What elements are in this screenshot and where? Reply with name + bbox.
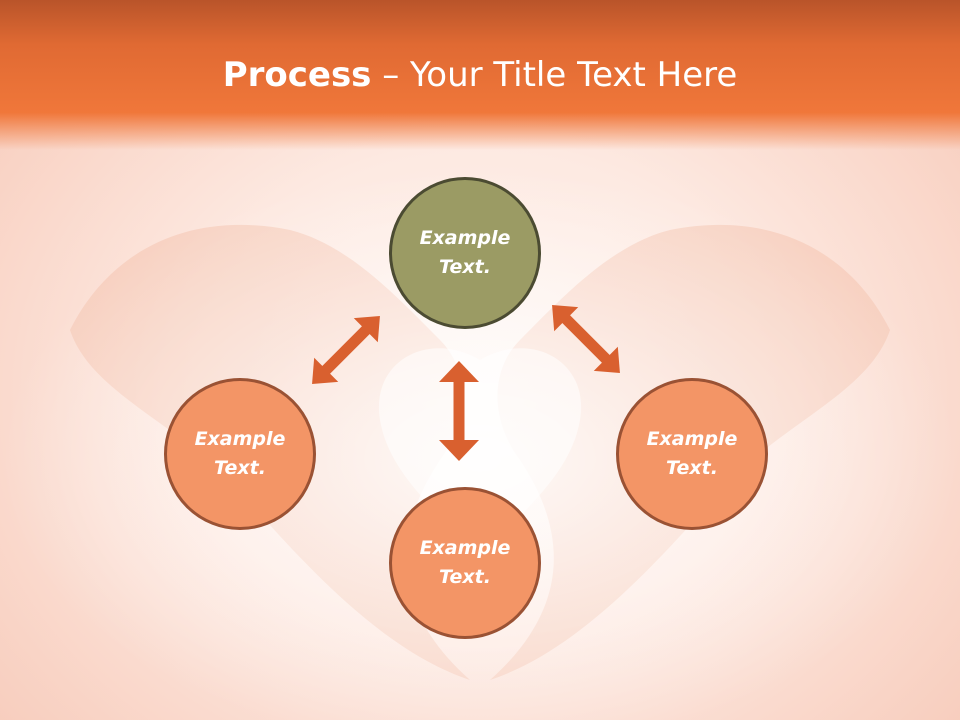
double-arrow-right-diagonal [552, 305, 620, 373]
node-top-line2: Text. [439, 256, 491, 278]
node-right-line1: Example [646, 428, 738, 450]
slide-title: Process – Your Title Text Here [0, 52, 960, 98]
node-right-line2: Text. [666, 457, 718, 479]
node-top-line1: Example [419, 227, 511, 249]
double-arrow-left-diagonal [312, 316, 380, 384]
node-left-line2: Text. [214, 457, 266, 479]
title-bold: Process [222, 55, 372, 95]
double-arrow-vertical [439, 361, 479, 461]
title-rest: – Your Title Text Here [371, 55, 738, 95]
node-left-line1: Example [194, 428, 286, 450]
node-bottom-line1: Example [419, 537, 511, 559]
title-bar [0, 0, 960, 150]
node-bottom-line2: Text. [439, 566, 491, 588]
